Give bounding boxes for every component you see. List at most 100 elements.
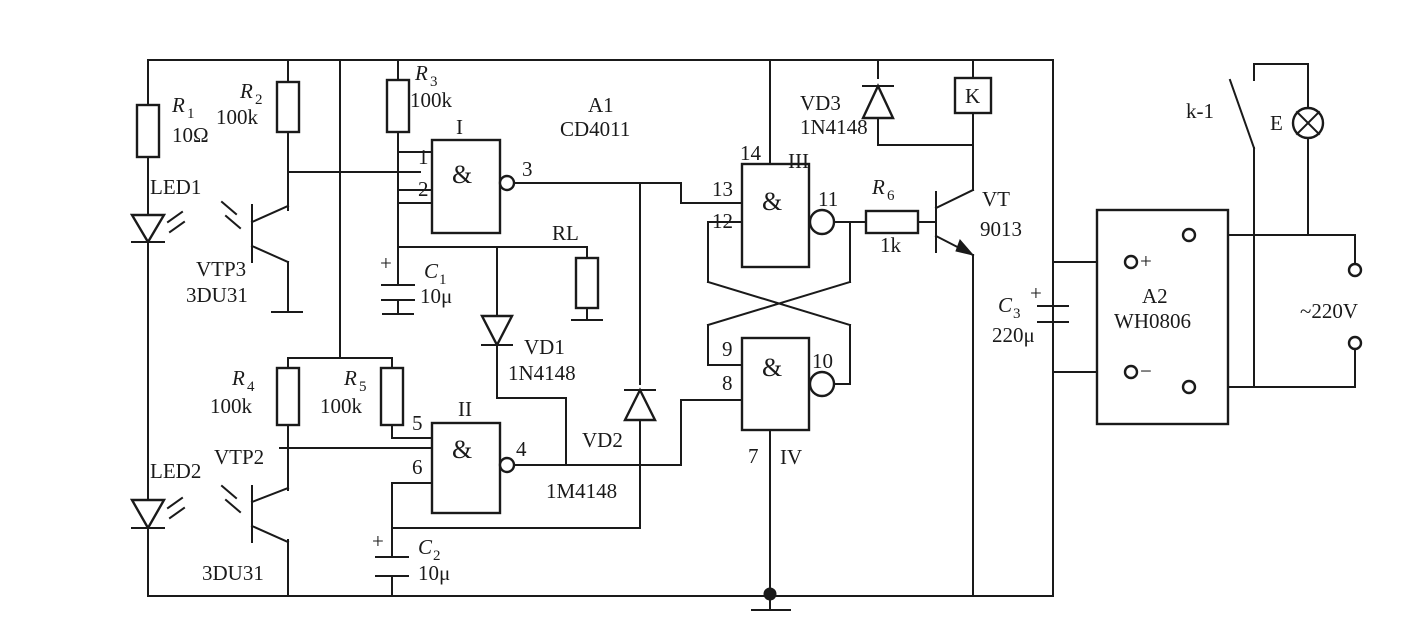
- led2-label: LED2: [150, 459, 201, 483]
- vtp2-phototransistor-icon: [220, 484, 290, 544]
- gate-1-symbol: &: [452, 160, 472, 189]
- rl-label: RL: [552, 221, 579, 245]
- pin-13: 13: [712, 177, 733, 201]
- labels: R 1 10Ω R 2 100k R 3 100k R 4 100k R 5 1…: [150, 61, 1358, 585]
- a2-minus: −: [1140, 359, 1152, 383]
- r6-label: R: [871, 175, 885, 199]
- gate-3-label: III: [788, 149, 809, 173]
- vd1-model: 1N4148: [508, 361, 576, 385]
- k1-label: k-1: [1186, 99, 1214, 123]
- r5-value: 100k: [320, 394, 363, 418]
- r3-resistor: [385, 78, 411, 134]
- mains-label: ~220V: [1300, 299, 1358, 323]
- r5-label: R: [343, 366, 357, 390]
- a1-model: CD4011: [560, 117, 630, 141]
- vd1-diode-icon: [480, 314, 514, 348]
- pin-7: 7: [748, 444, 759, 468]
- vd2-diode-icon: [623, 387, 657, 422]
- vd2-label: VD2: [582, 428, 623, 452]
- r4-resistor: [275, 366, 301, 427]
- gate-2-label: II: [458, 397, 472, 421]
- gate-2: [430, 421, 516, 515]
- led2-icon: [129, 496, 186, 531]
- r6-value: 1k: [880, 233, 902, 257]
- led1-icon: [129, 210, 186, 245]
- r3-label: R: [414, 61, 428, 85]
- relay-coil: [953, 76, 993, 115]
- c1-value: 10μ: [420, 284, 452, 308]
- r4-label: R: [231, 366, 245, 390]
- gate-4-symbol: &: [762, 353, 782, 382]
- vt-label: VT: [982, 187, 1010, 211]
- c2-value: 10μ: [418, 561, 450, 585]
- gate-4: [740, 336, 836, 432]
- c2-label: C: [418, 535, 433, 559]
- vtp2-label: VTP2: [214, 445, 264, 469]
- resistors: [135, 78, 920, 427]
- ground-node: [763, 587, 777, 601]
- lamp-icon: [1291, 106, 1325, 140]
- r1-label: R: [171, 93, 185, 117]
- r5-resistor: [379, 366, 405, 427]
- r2-index: 2: [255, 92, 263, 108]
- a1-label: A1: [588, 93, 614, 117]
- c1-index: 1: [439, 272, 447, 288]
- c3-index: 3: [1013, 306, 1021, 322]
- c2-capacitor-icon: [375, 556, 409, 577]
- c1-plus: +: [380, 251, 392, 275]
- c1-label: C: [424, 259, 439, 283]
- lamp-label: E: [1270, 111, 1283, 135]
- pin-4: 4: [516, 437, 527, 461]
- pin-11: 11: [818, 187, 838, 211]
- vtp3-label: VTP3: [196, 257, 246, 281]
- a2-label: A2: [1142, 284, 1168, 308]
- relay-label: K: [965, 84, 980, 108]
- pin-9: 9: [722, 337, 733, 361]
- pin-10: 10: [812, 349, 833, 373]
- r4-value: 100k: [210, 394, 253, 418]
- gate-3-symbol: &: [762, 187, 782, 216]
- r2-label: R: [239, 79, 253, 103]
- vd3-model: 1N4148: [800, 115, 868, 139]
- c3-label: C: [998, 293, 1013, 317]
- r3-value: 100k: [410, 88, 453, 112]
- rl-photoresistor: [574, 256, 600, 310]
- r6-index: 6: [887, 188, 895, 204]
- pin-5: 5: [412, 411, 423, 435]
- a2-module: [1095, 208, 1230, 426]
- gate-4-label: IV: [780, 445, 802, 469]
- terminals: [1123, 227, 1363, 395]
- c3-plus: +: [1030, 281, 1042, 305]
- pin-12: 12: [712, 209, 733, 233]
- led1-label: LED1: [150, 175, 201, 199]
- r5-index: 5: [359, 379, 367, 395]
- c3-value: 220μ: [992, 323, 1035, 347]
- r3-index: 3: [430, 74, 438, 90]
- vd2-model: 1M4148: [546, 479, 617, 503]
- vt-transistor-icon: [934, 188, 975, 257]
- gate-1: [430, 138, 516, 235]
- gate-2-symbol: &: [452, 435, 472, 464]
- pin-2: 2: [418, 177, 429, 201]
- pin-6: 6: [412, 455, 423, 479]
- r2-resistor: [275, 80, 301, 134]
- wires: [147, 59, 1356, 611]
- gate-3: [740, 162, 836, 269]
- pin-3: 3: [522, 157, 533, 181]
- a2-plus: +: [1140, 249, 1152, 273]
- r6-resistor: [864, 209, 920, 235]
- vtp2-model: 3DU31: [202, 561, 264, 585]
- c2-plus: +: [372, 529, 384, 553]
- vtp3-model: 3DU31: [186, 283, 248, 307]
- pin-14: 14: [740, 141, 762, 165]
- r4-index: 4: [247, 379, 255, 395]
- c2-index: 2: [433, 548, 441, 564]
- vd1-label: VD1: [524, 335, 565, 359]
- pin-1: 1: [418, 145, 429, 169]
- pin-8: 8: [722, 371, 733, 395]
- vd3-diode-icon: [861, 83, 895, 120]
- vd3-label: VD3: [800, 91, 841, 115]
- r1-index: 1: [187, 106, 195, 122]
